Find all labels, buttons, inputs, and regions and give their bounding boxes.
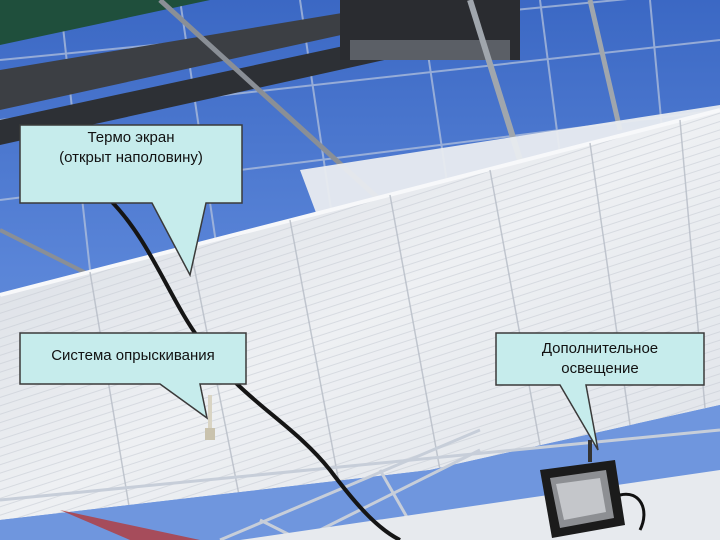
callout-supplemental-lighting-label: Дополнительное освещение (496, 339, 704, 379)
sprinkler-nozzle-head (205, 428, 215, 440)
callout-thermal-screen-line2: (открыт наполовину) (59, 149, 203, 166)
callout-supplemental-lighting-line1: Дополнительное (541, 340, 659, 357)
thermal-screen-panel (0, 108, 720, 520)
callout-misting-system-line1: Система опрыскивания (51, 347, 215, 364)
grow-light-icon (540, 440, 646, 538)
lower-trusses (0, 428, 720, 540)
red-frame-section (60, 510, 200, 540)
callout-supplemental-lighting-line2: освещение (561, 360, 639, 377)
callout-misting-system-label: Система опрыскивания (20, 346, 246, 366)
callout-thermal-screen-label: Термо экран (открыт наполовину) (20, 128, 242, 168)
misting-hose (108, 198, 401, 540)
callout-thermal-screen-line1: Термо экран (87, 129, 175, 146)
